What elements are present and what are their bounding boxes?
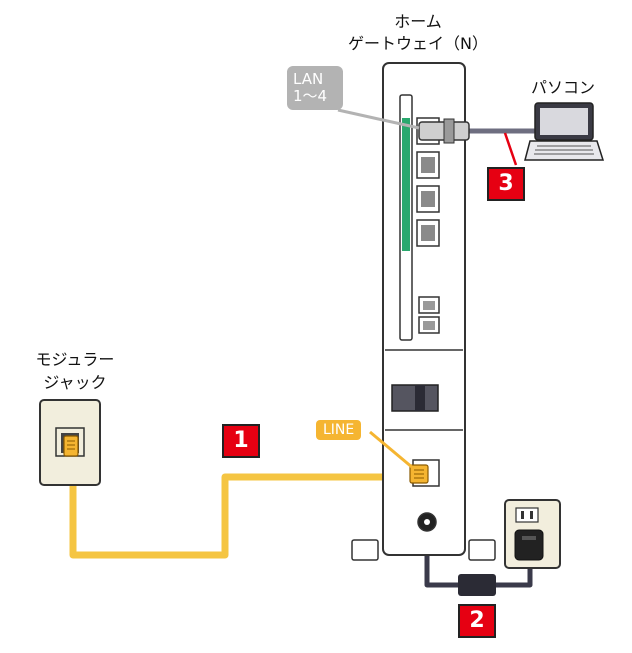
step-badge-1: 1 <box>222 424 260 458</box>
step-badge-3: 3 <box>487 167 525 201</box>
lan-callout: LAN 1～4 <box>287 66 343 110</box>
port-led-strip <box>402 118 410 251</box>
lan-callout-pointer <box>337 108 420 130</box>
step-badge-2: 2 <box>458 604 496 638</box>
line-callout: LINE <box>316 420 362 440</box>
lan-callout-line2: 1～4 <box>293 87 328 105</box>
power-plug <box>514 529 544 561</box>
jack-label-line1: モジュラー <box>35 350 115 369</box>
lan-callout-line1: LAN <box>293 70 324 88</box>
laptop-icon <box>524 102 605 161</box>
jack-label-line2: ジャック <box>43 373 107 392</box>
phone-cable <box>69 455 420 559</box>
jack-plug <box>63 435 79 457</box>
gateway-foot-left <box>351 539 379 561</box>
gateway-title-line2: ゲートウェイ（N） <box>348 34 488 53</box>
pc-label: パソコン <box>530 78 595 97</box>
power-adapter <box>458 574 496 596</box>
gateway-title-line1: ホーム <box>394 12 442 31</box>
line-callout-pointer <box>369 430 414 470</box>
gateway-foot-right <box>468 539 496 561</box>
step3-pointer <box>503 132 518 166</box>
